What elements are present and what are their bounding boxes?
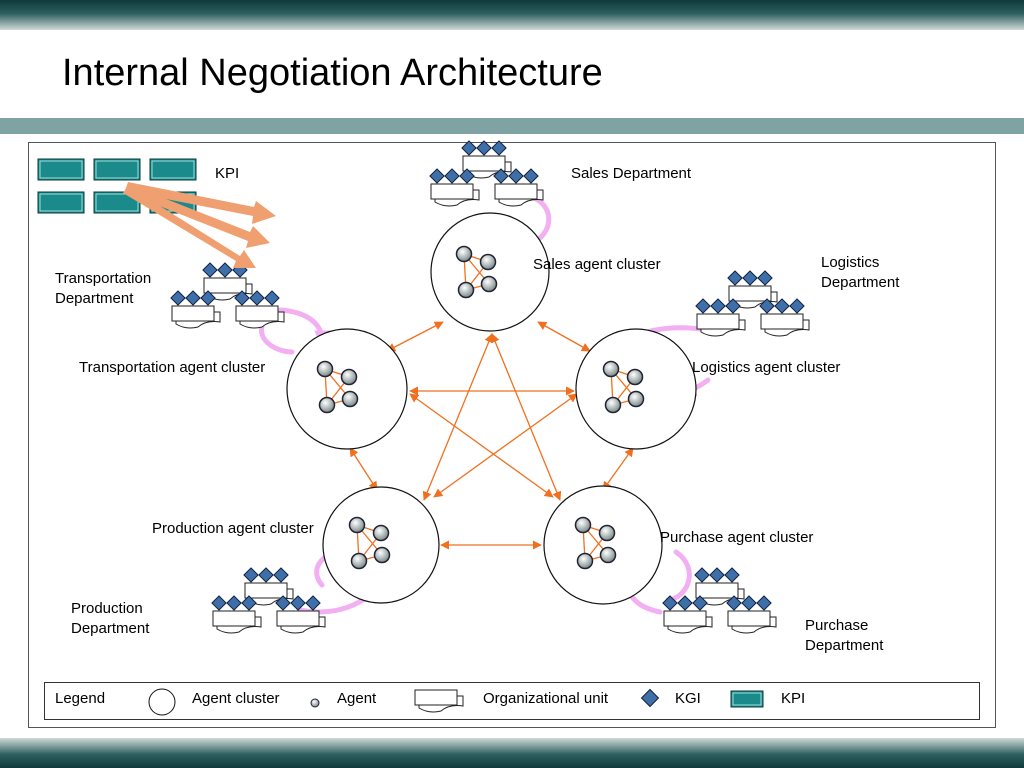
- kpi-label: KPI: [215, 165, 240, 182]
- legend-icons: [148, 688, 764, 716]
- bottom-banner: [0, 738, 1024, 768]
- top-banner: [0, 0, 1024, 30]
- pentagon-arrows: [349, 321, 634, 550]
- dept-units-logistics: [696, 271, 809, 336]
- dept-label-production-line1: Production: [71, 600, 143, 617]
- cluster-transportation: [286, 328, 408, 450]
- title-divider: [0, 118, 1024, 134]
- arrow-sales-production: [422, 333, 494, 501]
- legend-kgi-icon: [640, 688, 660, 708]
- cluster-label-purchase: Purchase agent cluster: [660, 529, 814, 546]
- cluster-label-sales: Sales agent cluster: [533, 256, 661, 273]
- dept-units-sales: [430, 141, 543, 206]
- legend-kpi-label: KPI: [781, 690, 806, 707]
- legend-org-unit-label: Organizational unit: [483, 690, 609, 707]
- arrow-logistics-production: [433, 393, 578, 498]
- legend-agent-cluster-icon: [148, 688, 176, 716]
- arrow-sales-transportation: [386, 321, 444, 352]
- cluster-purchase: [543, 485, 663, 605]
- dept-label-production: Production Department: [71, 599, 149, 639]
- legend-kgi-label: KGI: [675, 690, 701, 707]
- cluster-logistics: [575, 328, 697, 450]
- arrow-sales-logistics: [537, 321, 591, 352]
- kpi-arrows: [123, 182, 276, 268]
- cluster-label-transportation: Transportation agent cluster: [79, 359, 266, 376]
- dept-label-purchase-line2: Department: [805, 637, 884, 654]
- dept-units-purchase: [663, 568, 776, 633]
- dept-label-purchase-line1: Purchase: [805, 617, 869, 634]
- arrow-sales-purchase: [490, 333, 562, 501]
- dept-units-transportation: [171, 263, 284, 328]
- dept-units-production: [212, 568, 325, 633]
- cluster-sales: [430, 212, 550, 332]
- cluster-label-production: Production agent cluster: [152, 520, 314, 537]
- dept-label-logistics: Logistics Department: [821, 253, 899, 293]
- cluster-production: [322, 486, 440, 604]
- dept-label-transportation-line1: Transportation: [55, 270, 152, 287]
- legend-agent-label: Agent: [337, 690, 377, 707]
- legend-agent-cluster-label: Agent cluster: [192, 690, 280, 707]
- dept-label-logistics-line1: Logistics: [821, 254, 880, 271]
- dept-label-logistics-line2: Department: [821, 274, 900, 291]
- dept-label-purchase: Purchase Department: [805, 616, 883, 656]
- cluster-label-logistics: Logistics agent cluster: [692, 359, 841, 376]
- dept-label-transportation-line2: Department: [55, 290, 134, 307]
- legend-title: Legend: [55, 690, 106, 707]
- diagram-frame: [28, 142, 996, 728]
- dept-label-production-line2: Department: [71, 620, 150, 637]
- arrow-logistics-purchase: [602, 447, 634, 491]
- legend-kpi-icon: [730, 690, 764, 708]
- legend: [44, 682, 980, 720]
- arrow-transportation-production: [349, 447, 378, 491]
- legend-agent-icon: [310, 698, 320, 708]
- dept-label-sales: Sales Department: [571, 165, 692, 182]
- page-title: Internal Negotiation Architecture: [62, 52, 603, 94]
- dept-label-transportation: Transportation Department: [55, 269, 151, 309]
